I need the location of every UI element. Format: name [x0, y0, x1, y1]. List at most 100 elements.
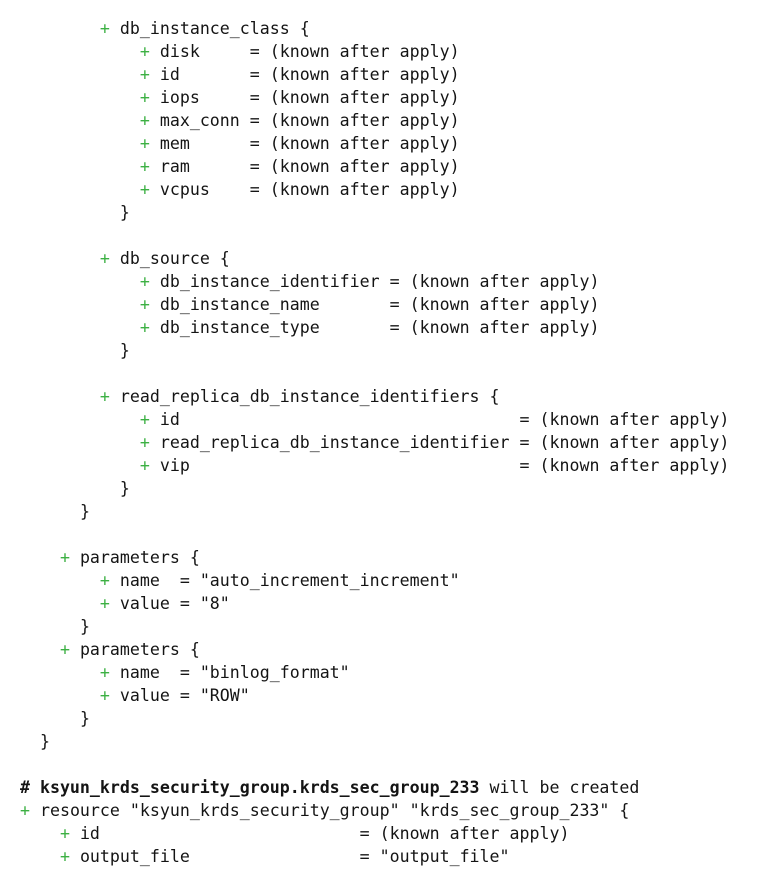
- indent: [0, 203, 120, 222]
- terminal-line: + disk = (known after apply): [0, 40, 775, 63]
- line-text: id = (known after apply): [159, 410, 730, 429]
- indent: [0, 433, 140, 452]
- terminal-line: # ksyun_krds_security_group.krds_sec_gro…: [0, 776, 775, 799]
- plus-icon: +: [59, 824, 80, 843]
- indent: [0, 778, 20, 797]
- line-text: vip = (known after apply): [159, 456, 730, 475]
- plus-icon: +: [99, 19, 120, 38]
- indent: [0, 456, 140, 475]
- line-text: db_instance_identifier = (known after ap…: [159, 272, 600, 291]
- terminal-line: [0, 224, 775, 247]
- line-text: name = "auto_increment_increment": [119, 571, 460, 590]
- indent: [0, 686, 100, 705]
- terminal-line: + db_instance_type = (known after apply): [0, 316, 775, 339]
- indent: [0, 249, 100, 268]
- indent: [0, 387, 100, 406]
- terminal-line: + parameters {: [0, 546, 775, 569]
- plus-icon: +: [59, 548, 80, 567]
- terminal-line: + id = (known after apply): [0, 63, 775, 86]
- indent: [0, 732, 40, 751]
- terminal-line: + vip = (known after apply): [0, 454, 775, 477]
- line-text: parameters {: [79, 548, 200, 567]
- line-text: }: [79, 617, 90, 636]
- terminal-line: + value = "8": [0, 592, 775, 615]
- line-text: id = (known after apply): [159, 65, 460, 84]
- indent: [0, 801, 20, 820]
- indent: [0, 410, 140, 429]
- indent: [0, 65, 140, 84]
- indent: [0, 640, 60, 659]
- line-text: iops = (known after apply): [159, 88, 460, 107]
- plus-icon: +: [99, 387, 120, 406]
- terminal-line: + resource "ksyun_krds_security_group" "…: [0, 799, 775, 822]
- indent: [0, 341, 120, 360]
- plus-icon: +: [59, 640, 80, 659]
- line-text: resource "ksyun_krds_security_group" "kr…: [39, 801, 630, 820]
- plus-icon: +: [139, 157, 160, 176]
- line-text: }: [119, 203, 130, 222]
- indent: [0, 295, 140, 314]
- terminal-line: + vcpus = (known after apply): [0, 178, 775, 201]
- indent: [0, 548, 60, 567]
- indent: [0, 709, 80, 728]
- terminal-line: + db_source {: [0, 247, 775, 270]
- terminal-line: [0, 523, 775, 546]
- terminal-line: + id = (known after apply): [0, 822, 775, 845]
- line-text: db_instance_name = (known after apply): [159, 295, 600, 314]
- plus-icon: +: [139, 88, 160, 107]
- plus-icon: +: [139, 111, 160, 130]
- terminal-output: + db_instance_class { + disk = (known af…: [0, 17, 775, 868]
- terminal-line: + max_conn = (known after apply): [0, 109, 775, 132]
- terminal-line: + db_instance_name = (known after apply): [0, 293, 775, 316]
- indent: [0, 157, 140, 176]
- line-text: vcpus = (known after apply): [159, 180, 460, 199]
- terminal-line: + parameters {: [0, 638, 775, 661]
- line-text: will be created: [479, 778, 640, 797]
- line-text: }: [39, 732, 50, 751]
- plus-icon: +: [139, 65, 160, 84]
- indent: [0, 111, 140, 130]
- line-text: }: [119, 341, 130, 360]
- terminal-line: + value = "ROW": [0, 684, 775, 707]
- line-text: output_file = "output_file": [79, 847, 510, 866]
- terminal-line: }: [0, 707, 775, 730]
- terminal-line: }: [0, 615, 775, 638]
- terminal-line: + iops = (known after apply): [0, 86, 775, 109]
- terminal-line: [0, 362, 775, 385]
- line-text: }: [79, 709, 90, 728]
- terminal-line: + read_replica_db_instance_identifiers {: [0, 385, 775, 408]
- terminal-line: + name = "auto_increment_increment": [0, 569, 775, 592]
- indent: [0, 617, 80, 636]
- plus-icon: +: [139, 433, 160, 452]
- line-text: }: [79, 502, 90, 521]
- line-text: mem = (known after apply): [159, 134, 460, 153]
- indent: [0, 594, 100, 613]
- terminal-line: }: [0, 477, 775, 500]
- plus-icon: +: [139, 318, 160, 337]
- line-text: value = "ROW": [119, 686, 250, 705]
- line-text: name = "binlog_format": [119, 663, 350, 682]
- indent: [0, 19, 100, 38]
- terminal-line: + ram = (known after apply): [0, 155, 775, 178]
- indent: [0, 180, 140, 199]
- terminal-line: + db_instance_identifier = (known after …: [0, 270, 775, 293]
- terminal-line: [0, 753, 775, 776]
- terminal-line: }: [0, 500, 775, 523]
- line-text: db_instance_class {: [119, 19, 310, 38]
- terminal-line: + read_replica_db_instance_identifier = …: [0, 431, 775, 454]
- plus-icon: +: [99, 249, 120, 268]
- terminal-line: }: [0, 201, 775, 224]
- plus-icon: +: [99, 663, 120, 682]
- plus-icon: +: [139, 410, 160, 429]
- indent: [0, 134, 140, 153]
- indent: [0, 847, 60, 866]
- plus-icon: +: [139, 295, 160, 314]
- plus-icon: +: [99, 594, 120, 613]
- line-text: }: [119, 479, 130, 498]
- plus-icon: +: [139, 42, 160, 61]
- line-text: value = "8": [119, 594, 230, 613]
- plus-icon: +: [99, 571, 120, 590]
- indent: [0, 42, 140, 61]
- line-text: read_replica_db_instance_identifiers {: [119, 387, 500, 406]
- indent: [0, 824, 60, 843]
